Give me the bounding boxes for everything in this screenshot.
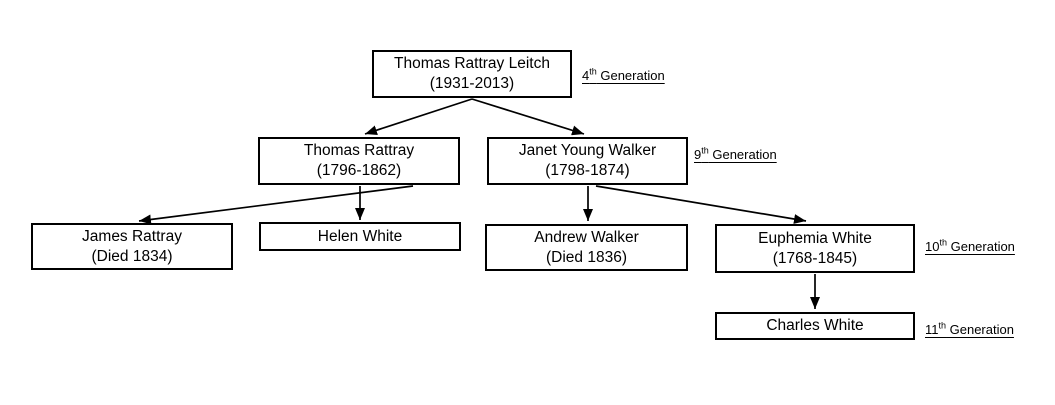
edge-thomas-rattray-leitch-to-thomas-rattray — [364, 98, 473, 136]
generation-ordinal-suffix: th — [701, 145, 709, 156]
person-dates: (Died 1834) — [91, 247, 173, 265]
generation-word: Generation — [946, 239, 1015, 254]
edge-janet-young-walker-to-euphemia-white — [595, 185, 807, 224]
generation-label-text: 4th Generation — [582, 66, 665, 83]
person-dates: (1931-2013) — [429, 75, 515, 92]
generation-word: Generation — [708, 147, 777, 162]
edge-thomas-rattray-leitch-to-janet-young-walker — [471, 98, 585, 136]
person-dates: (1798-1874) — [545, 162, 630, 179]
generation-label-text: 9th Generation — [694, 145, 777, 162]
tree-node-thomas-rattray-leitch: Thomas Rattray Leitch (1931-2013) — [372, 50, 572, 98]
tree-node-charles-white: Charles White — [715, 312, 915, 340]
edge-thomas-rattray-to-james-rattray — [138, 185, 414, 225]
person-name: James Rattray — [82, 227, 182, 245]
generation-4-label: 4th Generation — [582, 66, 665, 84]
tree-node-thomas-rattray: Thomas Rattray (1796-1862) — [258, 137, 460, 185]
generation-ordinal-suffix: th — [589, 66, 597, 77]
person-name: Thomas Rattray Leitch — [394, 55, 550, 72]
tree-node-helen-white: Helen White — [259, 222, 461, 251]
person-name: Euphemia White — [758, 229, 872, 247]
person-name: Andrew Walker — [534, 228, 639, 246]
person-name: Janet Young Walker — [518, 142, 657, 159]
generation-ordinal: 9 — [694, 147, 702, 162]
person-dates: (1768-1845) — [772, 249, 858, 267]
person-name: Thomas Rattray — [303, 142, 415, 159]
generation-label-text: 10th Generation — [925, 237, 1015, 254]
generation-word: Generation — [596, 68, 665, 83]
generation-word: Generation — [946, 322, 1014, 337]
generation-ordinal: 4 — [582, 68, 590, 83]
person-name: Charles White — [766, 317, 864, 334]
person-name: Helen White — [317, 227, 403, 245]
generation-10-label: 10th Generation — [925, 237, 1015, 255]
generation-ordinal: 10 — [925, 239, 940, 254]
generation-label-text: 11th Generation — [925, 320, 1014, 337]
tree-node-andrew-walker: Andrew Walker (Died 1836) — [485, 224, 688, 271]
generation-9-label: 9th Generation — [694, 145, 777, 163]
tree-node-james-rattray: James Rattray (Died 1834) — [31, 223, 233, 270]
tree-node-janet-young-walker: Janet Young Walker (1798-1874) — [487, 137, 688, 185]
tree-node-euphemia-white: Euphemia White (1768-1845) — [715, 224, 915, 273]
person-dates: (Died 1836) — [546, 248, 627, 266]
person-dates: (1796-1862) — [316, 162, 402, 179]
generation-ordinal-suffix: th — [939, 237, 947, 248]
generation-11-label: 11th Generation — [925, 320, 1014, 338]
generation-ordinal: 11 — [925, 322, 939, 337]
generation-ordinal-suffix: th — [938, 320, 947, 331]
